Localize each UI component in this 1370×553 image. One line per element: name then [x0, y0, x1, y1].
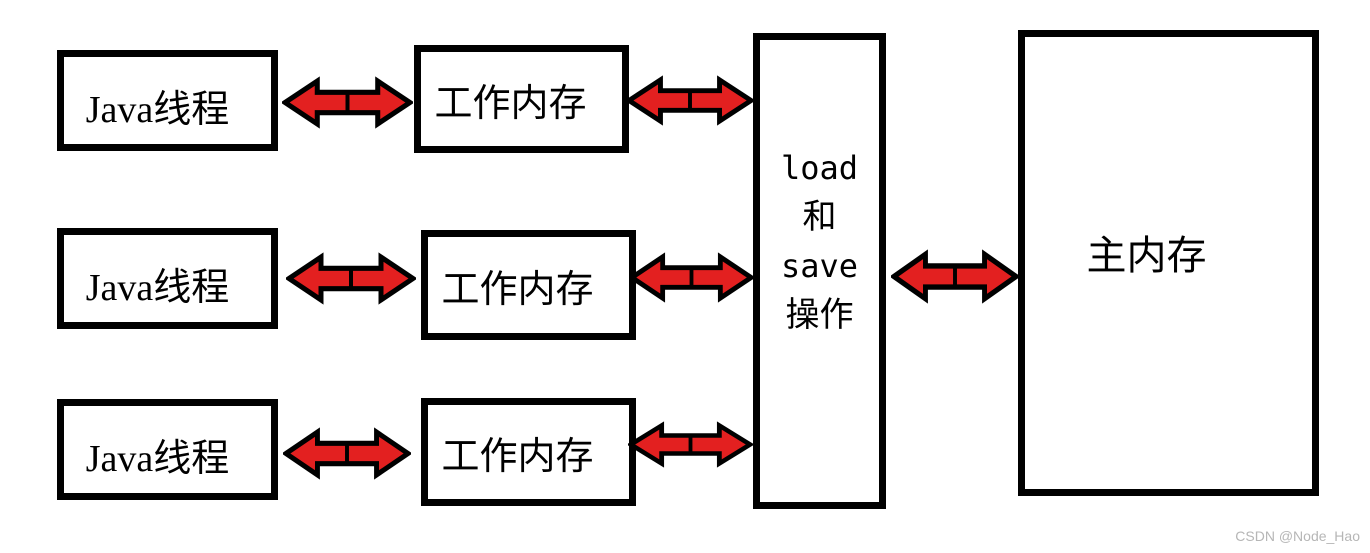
working-memory-label: 工作内存: [441, 268, 594, 311]
double-arrow-icon: [626, 75, 754, 126]
load-save-line: save: [780, 247, 859, 285]
load-save-operations-box: load 和 save 操作: [753, 33, 886, 509]
working-memory-label: 工作内存: [441, 435, 594, 478]
double-arrow-icon: [629, 252, 754, 303]
load-save-line: 操作: [785, 297, 854, 334]
main-memory-label: 主内存: [1086, 233, 1207, 278]
load-save-line: 和: [802, 199, 837, 236]
double-arrow-icon: [282, 76, 413, 129]
working-memory-box-3: 工作内存: [421, 398, 636, 506]
java-thread-label: Java线程: [85, 267, 230, 309]
java-thread-box-1: Java线程: [57, 50, 278, 151]
watermark: CSDN @Node_Hao: [1235, 528, 1360, 544]
load-save-line: load: [780, 149, 859, 187]
working-memory-box-1: 工作内存: [414, 45, 629, 153]
double-arrow-icon: [286, 252, 416, 305]
java-thread-box-2: Java线程: [57, 228, 278, 329]
double-arrow-icon: [891, 249, 1019, 304]
working-memory-label: 工作内存: [434, 82, 587, 125]
main-memory-box: 主内存: [1018, 30, 1319, 496]
double-arrow-icon: [628, 421, 753, 468]
java-thread-box-3: Java线程: [57, 399, 278, 500]
working-memory-box-2: 工作内存: [421, 230, 636, 340]
java-thread-label: Java线程: [85, 89, 230, 131]
java-thread-label: Java线程: [85, 438, 230, 480]
double-arrow-icon: [283, 427, 411, 480]
